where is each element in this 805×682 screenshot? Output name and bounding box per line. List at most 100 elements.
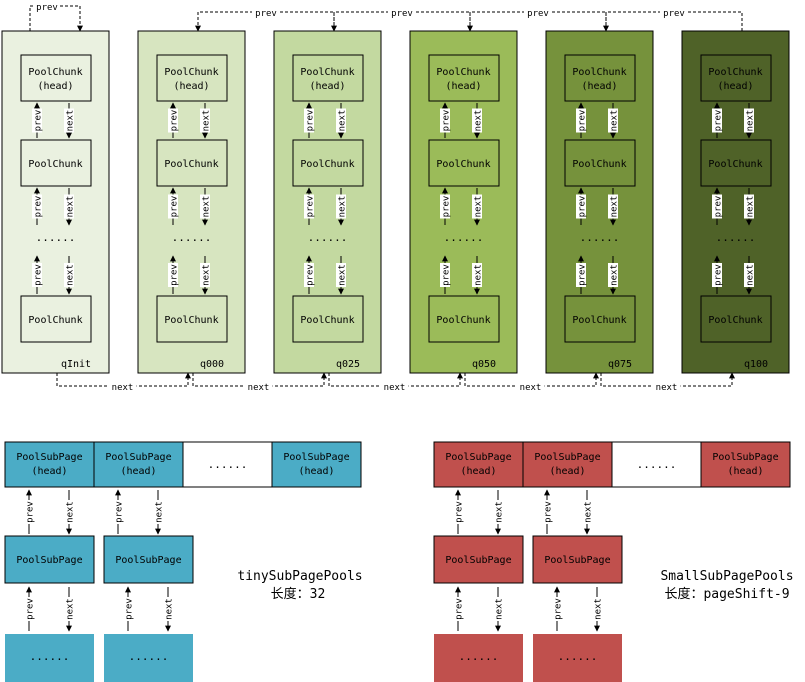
tiny-tail-box [5, 634, 94, 682]
tiny-prev-label: prev [26, 598, 36, 620]
tiny-prev-label-bg [123, 597, 133, 621]
next-link-bg [380, 381, 409, 391]
prev-label-group: prev [32, 194, 44, 219]
next-label: next [474, 196, 484, 218]
next-link [56, 372, 191, 387]
chunk-box [700, 139, 772, 187]
prev-link-label: prev [255, 9, 277, 19]
next-link [192, 372, 327, 387]
next-link-label: next [520, 383, 542, 393]
next-label: next [610, 110, 620, 132]
prev-label-group: prev [712, 108, 724, 133]
tiny-next-label-bg [64, 500, 74, 524]
head-chunk-sub: (head) [309, 81, 345, 92]
small-prev-label-group: prev [552, 597, 564, 621]
head-chunk-label: PoolChunk [708, 67, 762, 78]
prev-link-q050: prev [331, 7, 471, 32]
next-label-bg [200, 108, 210, 133]
small-prev-label: prev [544, 501, 554, 523]
small-next-label-bg [592, 597, 602, 621]
tiny-tail-ellipsis: ...... [30, 650, 70, 663]
chunk-list-q075: PoolChunk(head)PoolChunk......PoolChunkp… [545, 30, 654, 374]
prev-label-bg [576, 263, 586, 287]
small-tail-ellipsis: ...... [459, 650, 499, 663]
chunk-box [428, 139, 500, 187]
tiny-head-box [271, 441, 362, 488]
next-label-bg [64, 263, 74, 287]
tiny-prev-label-group: prev [123, 597, 135, 621]
small-pool: PoolSubPage(head)PoolSubPage(head)......… [433, 441, 791, 682]
tiny-head-label: PoolSubPage [105, 452, 171, 463]
chunk-label: PoolChunk [708, 159, 762, 170]
next-link-label: next [112, 383, 134, 393]
next-label-group: next [472, 263, 484, 287]
chunk-list-qInit: PoolChunk(head)PoolChunk......PoolChunkp… [1, 30, 110, 374]
prev-label-group: prev [304, 194, 316, 219]
chunk-ellipsis: ...... [444, 231, 484, 244]
tiny-prev-label-group: prev [24, 597, 36, 621]
prev-link-q100: prev [603, 7, 743, 32]
prev-link-bg [35, 1, 59, 11]
next-label-group: next [472, 108, 484, 133]
tiny-subpage-box [103, 535, 194, 584]
chunk-label: PoolChunk [436, 315, 490, 326]
next-label-bg [472, 263, 482, 287]
small-next-label-bg [493, 500, 503, 524]
prev-label: prev [442, 264, 452, 286]
prev-label-bg [576, 108, 586, 133]
next-label-bg [608, 263, 618, 287]
next-label-group: next [608, 263, 620, 287]
chunk-list-q000: PoolChunk(head)PoolChunk......PoolChunkp… [137, 30, 246, 374]
tiny-subpage-box [4, 535, 95, 584]
chunk-box [564, 295, 636, 343]
small-head-label: PoolSubPage [712, 452, 778, 463]
prev-label-bg [168, 194, 178, 219]
tiny-head-sub: (head) [120, 466, 156, 477]
tiny-head-box [4, 441, 95, 488]
prev-link-label: prev [36, 3, 58, 13]
tiny-next-label: next [66, 598, 76, 620]
chunk-label: PoolChunk [28, 159, 82, 170]
next-link-q050: next [464, 372, 599, 393]
prev-label-bg [576, 194, 586, 219]
prev-label: prev [578, 196, 588, 218]
tiny-subpage-label: PoolSubPage [16, 555, 82, 566]
chunk-box [156, 295, 228, 343]
small-head-box [522, 441, 613, 488]
small-next-label-group: next [592, 597, 604, 621]
prev-label-group: prev [168, 263, 180, 287]
small-head-sub: (head) [727, 466, 763, 477]
chunk-label: PoolChunk [164, 159, 218, 170]
small-tail-box [533, 634, 622, 682]
next-label-group: next [200, 194, 212, 219]
small-prev-label-group: prev [542, 500, 554, 524]
prev-label-group: prev [712, 194, 724, 219]
tiny-ellipsis: ...... [208, 458, 248, 471]
list-name: q050 [472, 359, 496, 370]
small-prev-label-bg [542, 500, 552, 524]
prev-label-group: prev [168, 108, 180, 133]
small-head-box [433, 441, 524, 488]
next-label: next [746, 196, 756, 218]
next-label: next [202, 264, 212, 286]
next-label: next [66, 264, 76, 286]
next-link-bg [108, 381, 137, 391]
head-chunk [428, 54, 500, 102]
small-ellipsis-slot [611, 441, 702, 488]
tiny-next-label-group: next [64, 597, 76, 621]
tiny-pool-title: tinySubPagePools [237, 569, 362, 584]
chunk-box [564, 139, 636, 187]
next-label-bg [64, 194, 74, 219]
small-head-box [700, 441, 791, 488]
small-next-label-group: next [493, 500, 505, 524]
chunk-ellipsis: ...... [716, 231, 756, 244]
next-link-label: next [656, 383, 678, 393]
next-label: next [338, 196, 348, 218]
next-label-group: next [744, 194, 756, 219]
tiny-prev-label: prev [125, 598, 135, 620]
prev-label: prev [578, 110, 588, 132]
next-label: next [338, 110, 348, 132]
prev-link-bg [524, 7, 552, 17]
next-label-bg [200, 194, 210, 219]
small-pool-subtitle: 长度：pageShift-9 [664, 586, 789, 602]
